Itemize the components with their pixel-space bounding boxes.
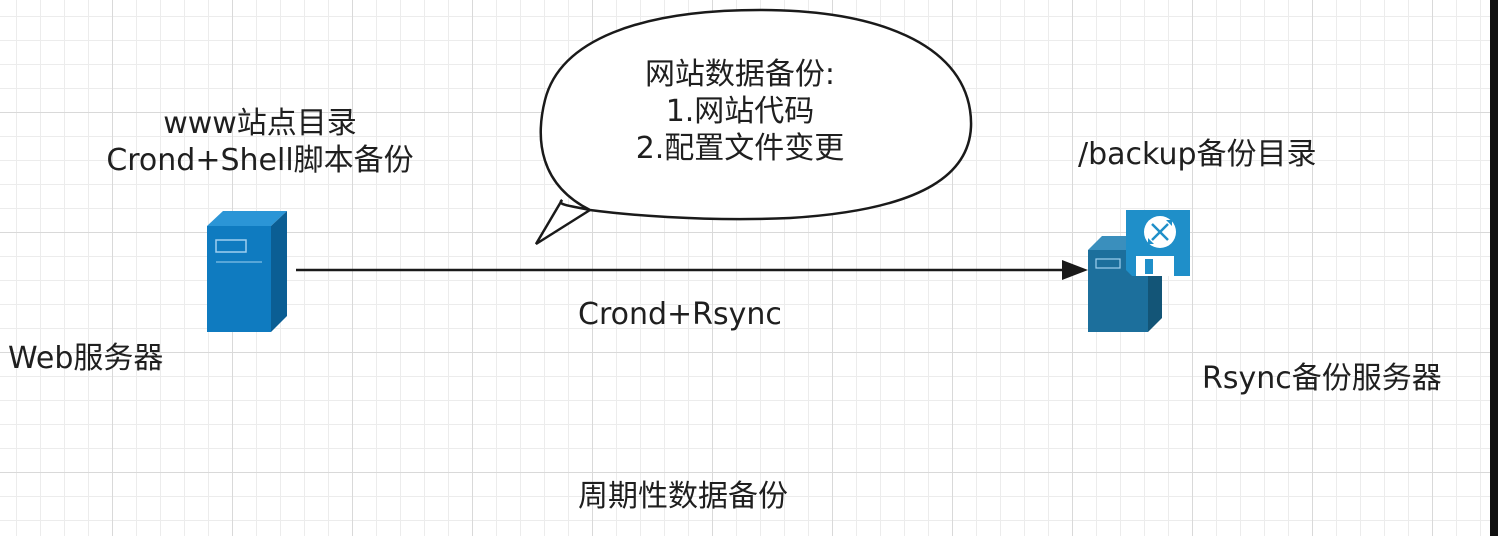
backup-server-icon[interactable]: [1088, 210, 1190, 332]
callout-line-2: 1.网站代码: [665, 94, 815, 129]
callout-line-3: 2.配置文件变更: [635, 131, 845, 166]
callout-text: 网站数据备份: 1.网站代码 2.配置文件变更: [575, 56, 905, 167]
sync-arrows-icon: [1148, 220, 1172, 244]
backup-directory-label: /backup备份目录: [1078, 137, 1317, 172]
web-dir-label: www站点目录: [163, 106, 357, 141]
callout-line-1: 网站数据备份:: [644, 57, 836, 92]
transfer-arrow: [296, 260, 1088, 280]
backup-server-name: Rsync备份服务器: [1202, 361, 1442, 396]
web-server-name: Web服务器: [8, 341, 164, 376]
window-edge: [1490, 0, 1498, 536]
diagram-caption: 周期性数据备份: [578, 479, 788, 514]
web-server-description: www站点目录 Crond+Shell脚本备份: [60, 105, 460, 179]
web-script-label: Crond+Shell脚本备份: [106, 143, 414, 178]
speech-bubble: [534, 8, 973, 246]
web-server-icon[interactable]: [207, 211, 287, 332]
transfer-label: Crond+Rsync: [578, 297, 782, 332]
